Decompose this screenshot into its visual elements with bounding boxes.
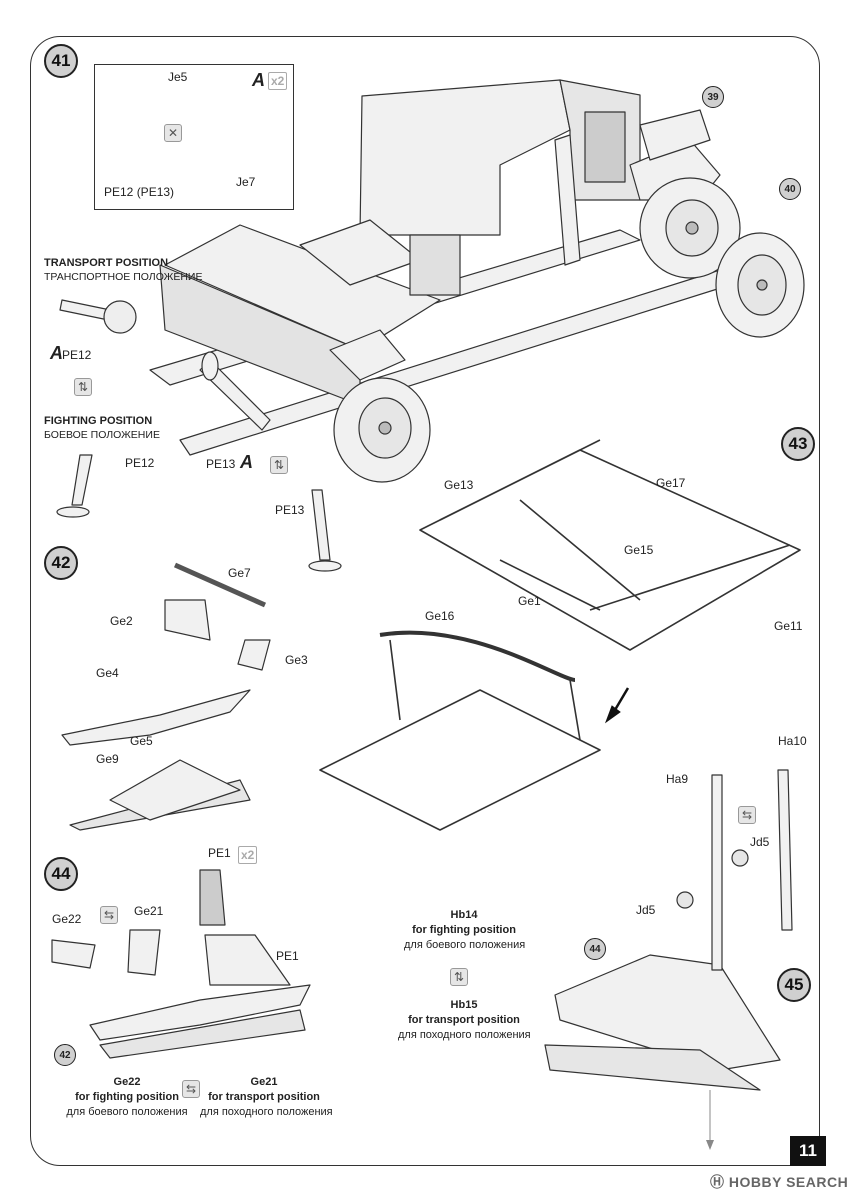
label-ge3: Ge3 bbox=[285, 653, 308, 667]
label-ge1: Ge1 bbox=[518, 594, 541, 608]
glue-icon: ✕ bbox=[164, 124, 182, 142]
caption-ge21-ru: для походного положения bbox=[200, 1106, 333, 1118]
label-ha9: Ha9 bbox=[666, 772, 689, 786]
page-frame bbox=[30, 36, 820, 1166]
variant-a-mark: A bbox=[252, 70, 265, 90]
caption-hb15-part: Hb15 bbox=[450, 999, 478, 1011]
step-42-marker: 42 bbox=[44, 546, 78, 580]
label-pe1-top: PE1 bbox=[208, 846, 231, 860]
label-ge4: Ge4 bbox=[96, 666, 119, 680]
label-ge13: Ge13 bbox=[444, 478, 474, 492]
caption-ge22-part: Ge22 bbox=[113, 1076, 141, 1088]
label-ha10: Ha10 bbox=[778, 734, 807, 748]
label-ge21: Ge21 bbox=[134, 904, 164, 918]
detail-inset bbox=[94, 64, 294, 210]
transport-position-title: TRANSPORT POSITION bbox=[44, 257, 169, 269]
caption-hb14-part: Hb14 bbox=[450, 909, 478, 921]
label-jd5-a: Jd5 bbox=[750, 835, 770, 849]
ref-step-39: 39 bbox=[702, 86, 724, 108]
arrow-icon bbox=[604, 687, 714, 1150]
caption-hb14-ru: для боевого положения bbox=[404, 939, 526, 951]
trail-leg-assembly-42 bbox=[61, 562, 271, 831]
variant-a-mark-2: A bbox=[50, 343, 63, 363]
option-swap-icon-3: ⇆ bbox=[100, 906, 118, 924]
option-swap-icon: ⇅ bbox=[74, 378, 92, 396]
caption-hb15-ru: для походного положения bbox=[398, 1029, 531, 1041]
caption-ge22: Ge22 for fighting position для боевого п… bbox=[62, 1075, 192, 1120]
label-ge7: Ge7 bbox=[228, 566, 251, 580]
label-ge22: Ge22 bbox=[52, 912, 82, 926]
option-swap-icon-4: ⇆ bbox=[182, 1080, 200, 1098]
caption-ge21-part: Ge21 bbox=[250, 1076, 278, 1088]
ref-step-42: 42 bbox=[54, 1044, 76, 1066]
option-swap-icon-5: ⇅ bbox=[450, 968, 468, 986]
page-number: 11 bbox=[790, 1136, 826, 1166]
caption-ge22-ru: для боевого положения bbox=[66, 1106, 188, 1118]
variant-a-mark-3: A bbox=[240, 452, 253, 472]
caption-ge21: Ge21 for transport position для походног… bbox=[200, 1075, 333, 1120]
label-pe12-a: PE12 bbox=[62, 348, 92, 362]
caption-ge21-en: for transport position bbox=[208, 1091, 320, 1103]
quantity-badge-2: x2 bbox=[238, 846, 258, 864]
label-ge15: Ge15 bbox=[624, 543, 654, 557]
step-44-marker: 44 bbox=[44, 857, 78, 891]
label-ge9: Ge9 bbox=[96, 752, 119, 766]
label-ge17: Ge17 bbox=[656, 476, 686, 490]
label-pe12-b: PE12 bbox=[125, 456, 155, 470]
watermark: Ⓗ HOBBY SEARCH bbox=[710, 1174, 849, 1190]
label-je7: Je7 bbox=[236, 175, 256, 189]
label-ge11: Ge11 bbox=[774, 619, 803, 633]
label-ge16: Ge16 bbox=[425, 609, 455, 623]
fighting-position-title: FIGHTING POSITION bbox=[44, 415, 153, 427]
step-43-marker: 43 bbox=[781, 427, 815, 461]
ref-step-44: 44 bbox=[584, 938, 606, 960]
label-ge2: Ge2 bbox=[110, 614, 133, 628]
label-pe13: PE13 bbox=[206, 457, 236, 471]
trail-leg-assembly-45 bbox=[544, 769, 793, 1091]
transport-position-ru: ТРАНСПОРТНОЕ ПОЛОЖЕНИЕ bbox=[44, 271, 203, 283]
caption-hb15-en: for transport position bbox=[408, 1014, 520, 1026]
step-41-marker: 41 bbox=[44, 44, 78, 78]
trail-leg-assembly-44 bbox=[51, 869, 311, 1059]
label-jd5-b: Jd5 bbox=[636, 903, 656, 917]
caption-hb14: Hb14 for fighting position для боевого п… bbox=[404, 908, 526, 953]
label-pe12-pe13: PE12 (PE13) bbox=[104, 185, 175, 199]
truck-illustration bbox=[149, 79, 805, 483]
caption-hb14-en: for fighting position bbox=[412, 924, 516, 936]
frame-assembly-43 bbox=[319, 439, 801, 831]
quantity-badge: x2 bbox=[268, 72, 288, 90]
caption-ge22-en: for fighting position bbox=[75, 1091, 179, 1103]
label-pe1: PE1 bbox=[276, 949, 299, 963]
step-45-marker: 45 bbox=[777, 968, 811, 1002]
ref-step-40: 40 bbox=[779, 178, 801, 200]
label-ge5: Ge5 bbox=[130, 734, 153, 748]
label-pe13-b: PE13 bbox=[275, 503, 305, 517]
side-mount-parts bbox=[56, 299, 342, 572]
fighting-position-ru: БОЕВОЕ ПОЛОЖЕНИЕ bbox=[44, 429, 160, 441]
option-swap-icon-6: ⇆ bbox=[738, 806, 756, 824]
label-je5: Je5 bbox=[168, 70, 188, 84]
option-swap-icon-2: ⇅ bbox=[270, 456, 288, 474]
caption-hb15: Hb15 for transport position для походног… bbox=[398, 998, 531, 1043]
